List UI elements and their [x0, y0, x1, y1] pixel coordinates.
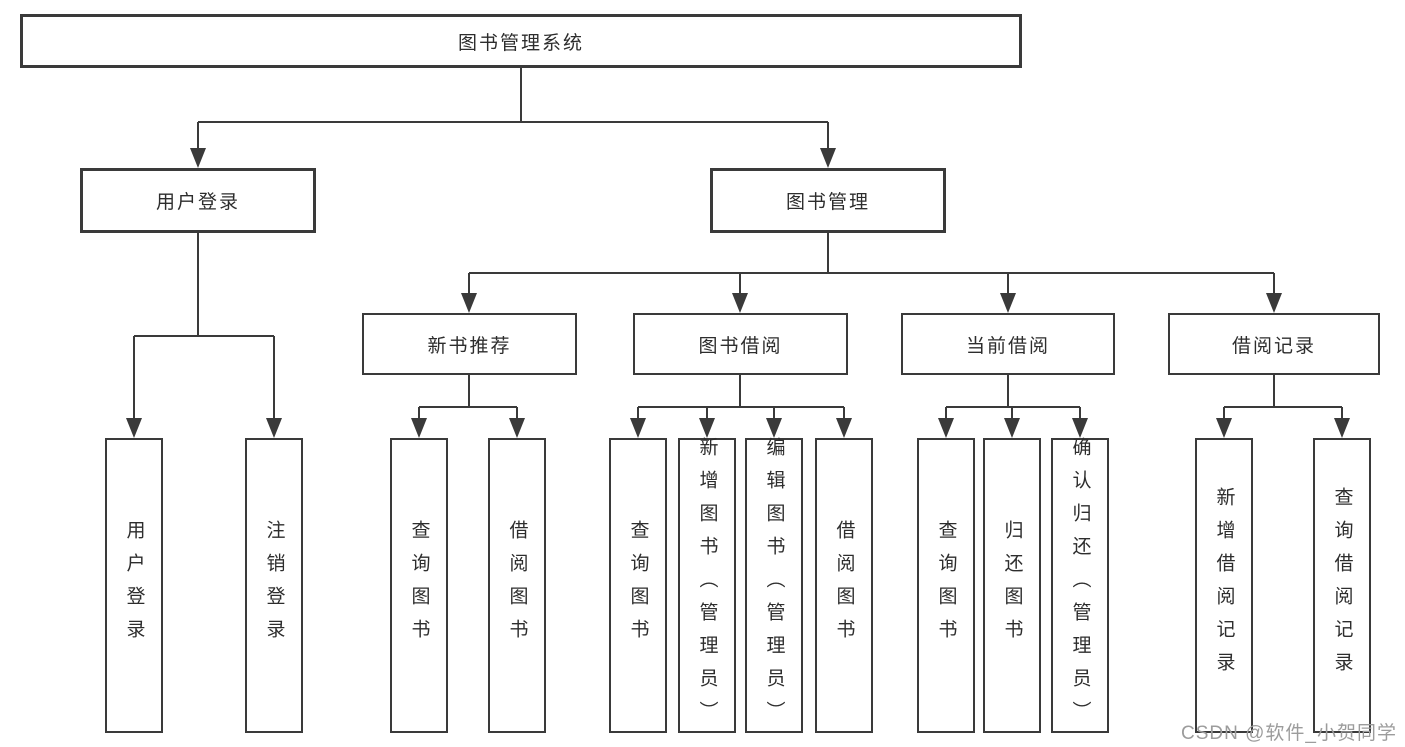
node-book-borrow: 图书借阅: [633, 313, 848, 375]
node-book-management-label: 图书管理: [785, 192, 870, 213]
leaf-return-books-label: 归还图书: [1001, 519, 1023, 652]
leaf-add-book-admin: 新增图书（管理员）: [678, 437, 736, 734]
node-user-login-label: 用户登录: [155, 192, 240, 213]
leaf-logout-login: 注销登录: [245, 438, 303, 733]
node-current-borrow-label: 当前借阅: [965, 335, 1050, 357]
connector-root-to-level2: [190, 68, 836, 168]
node-book-borrow-label: 图书借阅: [698, 335, 783, 357]
node-book-management: 图书管理: [710, 168, 946, 233]
leaf-user-login: 用户登录: [105, 438, 163, 733]
leaf-query-borrow-record: 查询借阅记录: [1313, 438, 1371, 733]
connector-borrow-records-branch: [1216, 375, 1350, 438]
connector-book-borrow-branch: [630, 375, 852, 438]
connector-new-book-recommend-branch: [411, 375, 525, 438]
leaf-query-books-recommend-label: 查询图书: [408, 519, 430, 652]
leaf-query-books-current-label: 查询图书: [935, 519, 957, 652]
leaf-confirm-return-admin: 确认归还（管理员）: [1051, 437, 1109, 734]
leaf-return-books: 归还图书: [983, 438, 1041, 733]
connector-user-login-branch: [126, 233, 282, 438]
node-new-book-recommend-label: 新书推荐: [427, 335, 512, 357]
leaf-add-borrow-record: 新增借阅记录: [1195, 438, 1253, 733]
leaf-query-borrow-record-label: 查询借阅记录: [1331, 486, 1353, 685]
leaf-borrow-books-label: 借阅图书: [833, 519, 855, 652]
csdn-watermark: CSDN @软件_小贺同学: [1181, 723, 1397, 744]
leaf-query-books-borrow: 查询图书: [609, 438, 667, 733]
leaf-user-login-label: 用户登录: [123, 519, 145, 652]
connector-book-management-branch: [461, 233, 1282, 313]
leaf-edit-book-admin-label: 编辑图书（管理员）: [763, 437, 785, 734]
leaf-query-books-borrow-label: 查询图书: [627, 519, 649, 652]
leaf-query-books-recommend: 查询图书: [390, 438, 448, 733]
leaf-logout-login-label: 注销登录: [263, 519, 285, 652]
leaf-add-book-admin-label: 新增图书（管理员）: [696, 437, 718, 734]
leaf-add-borrow-record-label: 新增借阅记录: [1213, 486, 1235, 685]
node-borrow-records-label: 借阅记录: [1231, 335, 1316, 357]
node-root-label: 图书管理系统: [457, 32, 584, 54]
node-root: 图书管理系统: [20, 14, 1022, 68]
leaf-confirm-return-admin-label: 确认归还（管理员）: [1069, 437, 1091, 734]
leaf-borrow-books-recommend-label: 借阅图书: [506, 519, 528, 652]
connector-current-borrow-branch: [938, 375, 1088, 438]
node-current-borrow: 当前借阅: [901, 313, 1115, 375]
leaf-query-books-current: 查询图书: [917, 438, 975, 733]
leaf-edit-book-admin: 编辑图书（管理员）: [745, 437, 803, 734]
leaf-borrow-books: 借阅图书: [815, 438, 873, 733]
node-new-book-recommend: 新书推荐: [362, 313, 577, 375]
node-borrow-records: 借阅记录: [1168, 313, 1380, 375]
leaf-borrow-books-recommend: 借阅图书: [488, 438, 546, 733]
node-user-login: 用户登录: [80, 168, 316, 233]
